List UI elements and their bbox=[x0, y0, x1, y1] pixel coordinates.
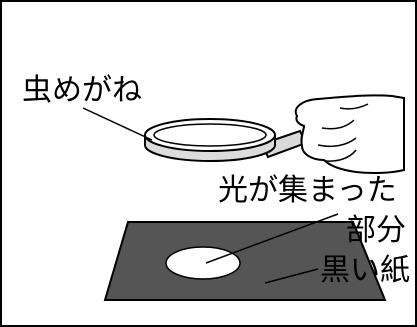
gloved-hand-icon bbox=[294, 94, 405, 175]
focused-part-label-line2: 部分 bbox=[346, 213, 406, 248]
paper-leader-line bbox=[264, 268, 319, 284]
focused-part-label-line1: 光が集まった bbox=[218, 173, 397, 208]
black-paper bbox=[103, 221, 387, 301]
focused-part-leader-line bbox=[205, 213, 339, 264]
focused-light-spot bbox=[165, 246, 241, 280]
black-paper-label: 黒い紙 bbox=[320, 253, 410, 288]
magnifier-label: 虫めがね bbox=[22, 73, 142, 108]
magnifier-leader-line bbox=[82, 107, 153, 141]
magnifying-glass-icon bbox=[144, 118, 308, 162]
